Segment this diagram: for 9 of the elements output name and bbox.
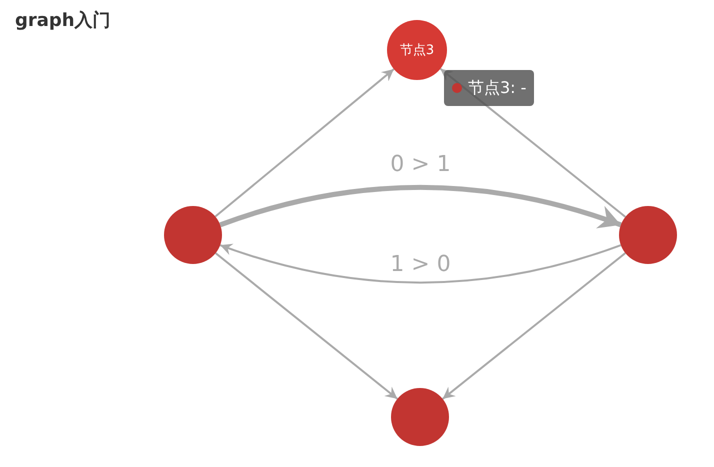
labeled-circle-node: 节点3 (387, 20, 447, 80)
arrow (220, 243, 622, 284)
tooltip-text: 节点3: - (468, 78, 526, 98)
diagram-title: graph入门 (15, 9, 111, 32)
arrow (219, 185, 622, 230)
arrow (215, 252, 398, 400)
circle-node (391, 388, 449, 446)
arrow (442, 252, 626, 400)
arrow (214, 68, 394, 218)
